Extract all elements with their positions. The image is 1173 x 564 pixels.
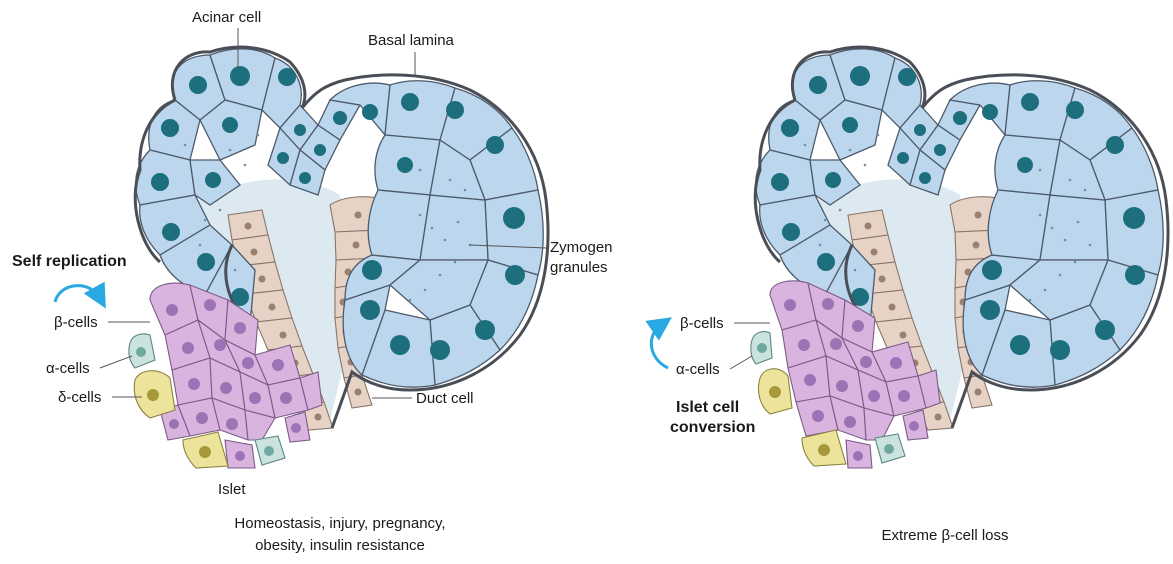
right-label-process-line2: conversion xyxy=(670,419,755,436)
label-self-replication: Self replication xyxy=(12,253,127,270)
self-replication-arrow xyxy=(55,286,100,302)
right-label-beta-cells: β-cells xyxy=(680,315,724,332)
islet-conversion-arrow xyxy=(651,324,668,368)
right-label-alpha-cells: α-cells xyxy=(676,361,720,378)
label-acinar-cell: Acinar cell xyxy=(192,9,261,26)
caption-left-line1: Homeostasis, injury, pregnancy, xyxy=(234,515,445,532)
left-panel: Acinar cell Basal lamina Zymogen granule… xyxy=(12,9,613,554)
label-duct-cell: Duct cell xyxy=(416,390,474,407)
label-islet: Islet xyxy=(218,481,246,498)
label-zymogen-line1: Zymogen xyxy=(550,239,613,256)
right-panel: β-cells α-cells Islet cell conversion Ex… xyxy=(651,47,1168,544)
leader-alpha-cells xyxy=(100,356,132,368)
label-basal-lamina: Basal lamina xyxy=(368,32,455,49)
caption-left-line2: obesity, insulin resistance xyxy=(255,537,425,554)
label-beta-cells: β-cells xyxy=(54,314,98,331)
label-zymogen-line2: granules xyxy=(550,259,608,276)
right-label-process-line1: Islet cell xyxy=(676,399,739,416)
label-alpha-cells: α-cells xyxy=(46,360,90,377)
right-leader-alpha-cells xyxy=(730,356,752,369)
label-delta-cells: δ-cells xyxy=(58,389,101,406)
caption-right: Extreme β-cell loss xyxy=(882,527,1009,544)
